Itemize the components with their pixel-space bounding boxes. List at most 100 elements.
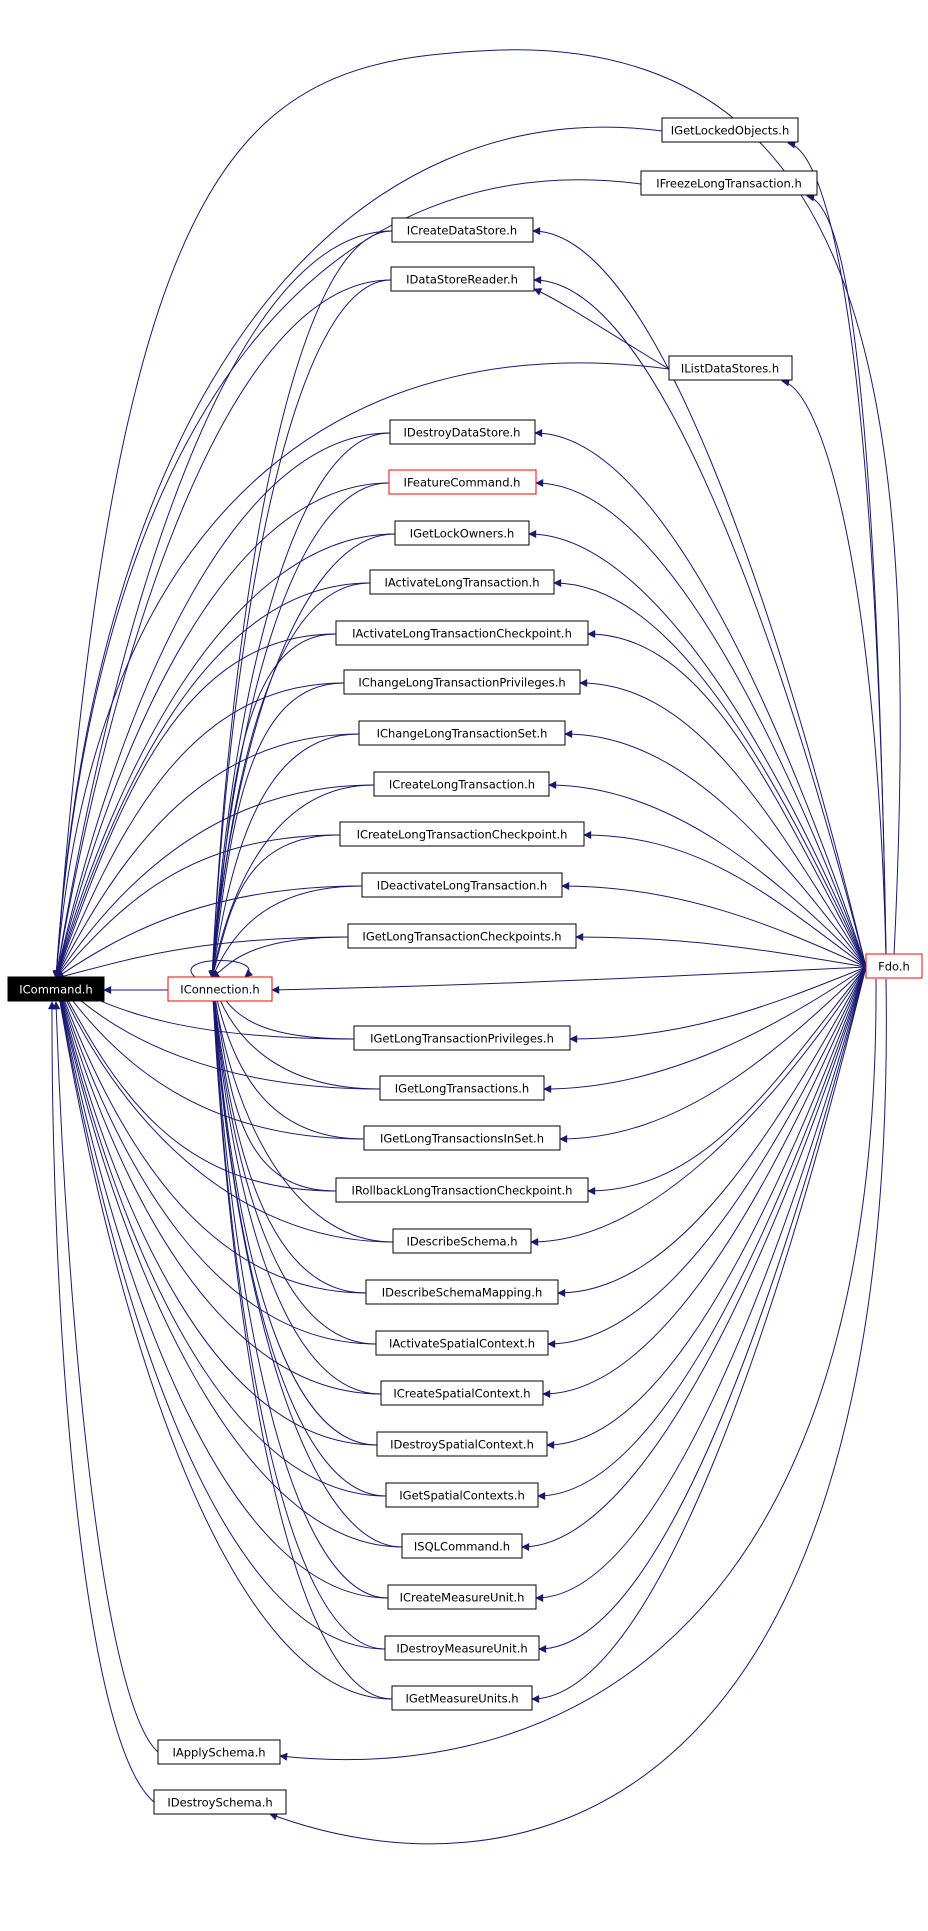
node-idestroydatastore[interactable]: IDestroyDataStore.h — [389, 419, 536, 445]
dependency-edge — [208, 279, 392, 979]
dependency-edges — [47, 49, 901, 1845]
dependency-edge — [781, 378, 887, 956]
dependency-edge — [54, 533, 396, 979]
node-label: ICreateDataStore.h — [407, 224, 517, 238]
node-igetmeasureunits[interactable]: IGetMeasureUnits.h — [391, 1685, 533, 1711]
node-igetlongtransactionprivileges[interactable]: IGetLongTransactionPrivileges.h — [353, 1025, 571, 1051]
node-icreatespatialcontext[interactable]: ICreateSpatialContext.h — [380, 1380, 544, 1406]
dependency-edge — [208, 977, 378, 1446]
node-igetlockedobjects[interactable]: IGetLockedObjects.h — [661, 117, 799, 143]
node-idestroymeasureunit[interactable]: IDestroyMeasureUnit.h — [384, 1635, 540, 1661]
dependency-edge — [534, 429, 867, 968]
dependency-edge — [579, 679, 867, 968]
dependency-edge — [543, 966, 867, 1093]
dependency-edge — [561, 882, 867, 968]
dependency-edge — [54, 633, 337, 979]
node-label: IDestroyMeasureUnit.h — [396, 1642, 527, 1656]
dependency-edge — [532, 227, 867, 968]
node-label: IActivateSpatialContext.h — [389, 1337, 535, 1351]
node-label: IDeactivateLongTransaction.h — [377, 879, 547, 893]
dependency-edge — [583, 831, 867, 968]
dependency-edge — [54, 582, 371, 979]
node-label: IDescribeSchema.h — [406, 1235, 517, 1249]
dependency-edge — [210, 834, 341, 979]
node-label: ICommand.h — [19, 983, 92, 997]
dependency-edge — [269, 978, 887, 1845]
node-icommand[interactable]: ICommand.h — [7, 976, 105, 1002]
node-igetlongtransactions[interactable]: IGetLongTransactions.h — [379, 1075, 545, 1101]
dependency-edge — [208, 977, 394, 1243]
node-idescribeschema[interactable]: IDescribeSchema.h — [392, 1228, 532, 1254]
dependency-edge — [208, 977, 403, 1548]
node-irollbacklongtransactioncheckpoint[interactable]: IRollbackLongTransactionCheckpoint.h — [335, 1177, 589, 1203]
node-label: IDestroySpatialContext.h — [390, 1438, 534, 1452]
node-icreatedatastore[interactable]: ICreateDataStore.h — [391, 217, 534, 243]
node-iconnection[interactable]: IConnection.h — [167, 976, 273, 1002]
dependency-edge — [208, 432, 391, 979]
dependency-edge — [575, 933, 867, 968]
node-ilistdatastores[interactable]: IListDataStores.h — [668, 355, 793, 381]
node-ifreezelongtransaction[interactable]: IFreezeLongTransaction.h — [640, 170, 818, 196]
node-label: IGetSpatialContexts.h — [399, 1489, 524, 1503]
node-igetlongtransactionsinset[interactable]: IGetLongTransactionsInSet.h — [363, 1125, 561, 1151]
node-iactivatespatialcontext[interactable]: IActivateSpatialContext.h — [375, 1330, 549, 1356]
node-idescribeschemamapping[interactable]: IDescribeSchemaMapping.h — [365, 1279, 559, 1305]
dependency-edge — [52, 49, 901, 979]
dependency-edge — [55, 733, 360, 979]
node-igetspatialcontexts[interactable]: IGetSpatialContexts.h — [385, 1482, 539, 1508]
dependency-edge — [55, 784, 375, 979]
node-idestroyschema[interactable]: IDestroySchema.h — [153, 1789, 287, 1815]
dependency-edge — [54, 977, 367, 1294]
node-iactivatelongtransaction[interactable]: IActivateLongTransaction.h — [369, 569, 555, 595]
node-label: IDestroyDataStore.h — [404, 426, 521, 440]
node-idestroyspatialcontext[interactable]: IDestroySpatialContext.h — [376, 1431, 548, 1457]
dependency-edge — [546, 966, 867, 1449]
dependency-edge — [208, 977, 377, 1345]
dependency-edge — [52, 179, 642, 979]
node-icreatelongtransactioncheckpoint[interactable]: ICreateLongTransactionCheckpoint.h — [339, 821, 585, 847]
dependency-edge — [53, 977, 393, 1700]
dependency-edge — [521, 966, 867, 1551]
dependency-edge — [530, 966, 867, 1246]
dependency-edge — [53, 482, 390, 979]
node-label: IDestroySchema.h — [167, 1796, 272, 1810]
node-iactivatelongtransactioncheckpoint[interactable]: IActivateLongTransactionCheckpoint.h — [335, 620, 589, 646]
node-idatastorereader[interactable]: IDataStoreReader.h — [390, 266, 535, 292]
dependency-edge — [208, 977, 386, 1650]
dependency-edge — [806, 193, 887, 956]
node-ideactivatelongtransaction[interactable]: IDeactivateLongTransaction.h — [361, 872, 563, 898]
dependency-edge — [531, 966, 867, 1703]
node-igetlockowners[interactable]: IGetLockOwners.h — [394, 520, 530, 546]
node-fdo[interactable]: Fdo.h — [865, 953, 923, 979]
node-label: IChangeLongTransactionSet.h — [377, 727, 548, 741]
dependency-edge — [55, 977, 365, 1140]
node-ichangelongtransactionprivileges[interactable]: IChangeLongTransactionPrivileges.h — [343, 669, 581, 695]
dependency-edge — [547, 966, 867, 1348]
node-icreatelongtransaction[interactable]: ICreateLongTransaction.h — [373, 771, 550, 797]
dependency-edge — [208, 582, 371, 979]
node-iapplyschema[interactable]: IApplySchema.h — [157, 1739, 281, 1765]
dependency-edge — [542, 966, 867, 1398]
node-label: ISQLCommand.h — [414, 1540, 510, 1554]
node-label: IListDataStores.h — [681, 362, 779, 376]
node-label: IGetLockedObjects.h — [671, 124, 789, 138]
dependency-edge — [53, 432, 391, 979]
dependency-edge — [208, 230, 393, 979]
node-label: IRollbackLongTransactionCheckpoint.h — [352, 1184, 573, 1198]
dependency-edge — [208, 633, 337, 979]
node-label: IGetLongTransactionPrivileges.h — [370, 1032, 554, 1046]
dependency-edge — [53, 230, 393, 979]
dependency-edge — [53, 977, 403, 1548]
node-ichangelongtransactionset[interactable]: IChangeLongTransactionSet.h — [358, 720, 566, 746]
node-ifeaturecommand[interactable]: IFeatureCommand.h — [388, 469, 537, 495]
node-label: ICreateSpatialContext.h — [393, 1387, 530, 1401]
node-label: IActivateLongTransaction.h — [384, 576, 539, 590]
node-icreatemeasureunit[interactable]: ICreateMeasureUnit.h — [387, 1584, 537, 1610]
dependency-edge — [538, 966, 867, 1653]
node-isqlcommand[interactable]: ISQLCommand.h — [401, 1533, 523, 1559]
node-label: IActivateLongTransactionCheckpoint.h — [352, 627, 572, 641]
node-label: ICreateLongTransactionCheckpoint.h — [357, 828, 568, 842]
node-igetlongtransactioncheckpoints[interactable]: IGetLongTransactionCheckpoints.h — [347, 923, 577, 949]
dependency-edge — [54, 977, 377, 1345]
